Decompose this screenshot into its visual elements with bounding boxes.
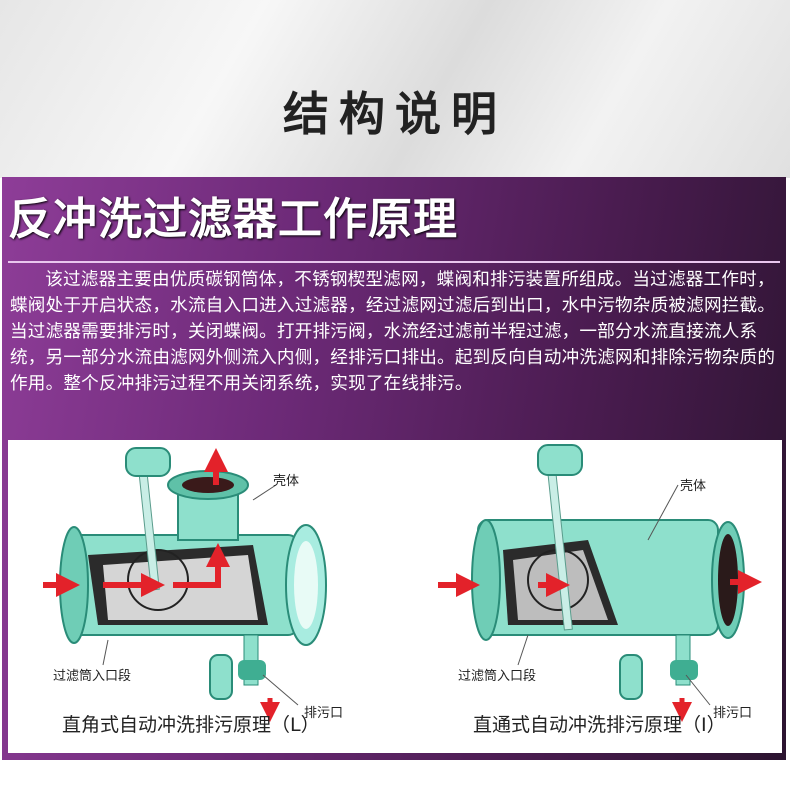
shell-label: 壳体 xyxy=(273,474,299,489)
panel-heading: 反冲洗过滤器工作原理 xyxy=(8,194,458,245)
divider xyxy=(8,261,780,263)
diagram-area: 壳体 过滤筒入口段 排污口 xyxy=(8,440,782,753)
inlet-label: 过滤筒入口段 xyxy=(458,668,536,684)
filter-diagrams: 壳体 过滤筒入口段 排污口 xyxy=(43,444,762,722)
section-title: 结构说明 xyxy=(283,87,507,141)
drain-label: 排污口 xyxy=(304,706,343,721)
drain-label: 排污口 xyxy=(713,706,752,721)
inlet-label: 过滤筒入口段 xyxy=(53,668,131,684)
shell-label: 壳体 xyxy=(680,479,706,494)
header-banner: 结构说明 xyxy=(0,0,790,178)
principle-panel: 反冲洗过滤器工作原理 该过滤器主要由优质碳钢筒体，不锈钢楔型滤网，蝶阀和排污装置… xyxy=(2,177,786,760)
i-type-caption: 直通式自动冲洗排污原理（I） xyxy=(473,714,726,736)
i-type-filter-illustration: 壳体 过滤筒入口段 排污口 xyxy=(438,444,762,722)
description-text: 该过滤器主要由优质碳钢筒体，不锈钢楔型滤网，蝶阀和排污装置所组成。当过滤器工作时… xyxy=(10,270,776,394)
l-type-filter-illustration: 壳体 过滤筒入口段 排污口 xyxy=(43,447,343,722)
l-type-caption: 直角式自动冲洗排污原理（L） xyxy=(62,714,320,736)
